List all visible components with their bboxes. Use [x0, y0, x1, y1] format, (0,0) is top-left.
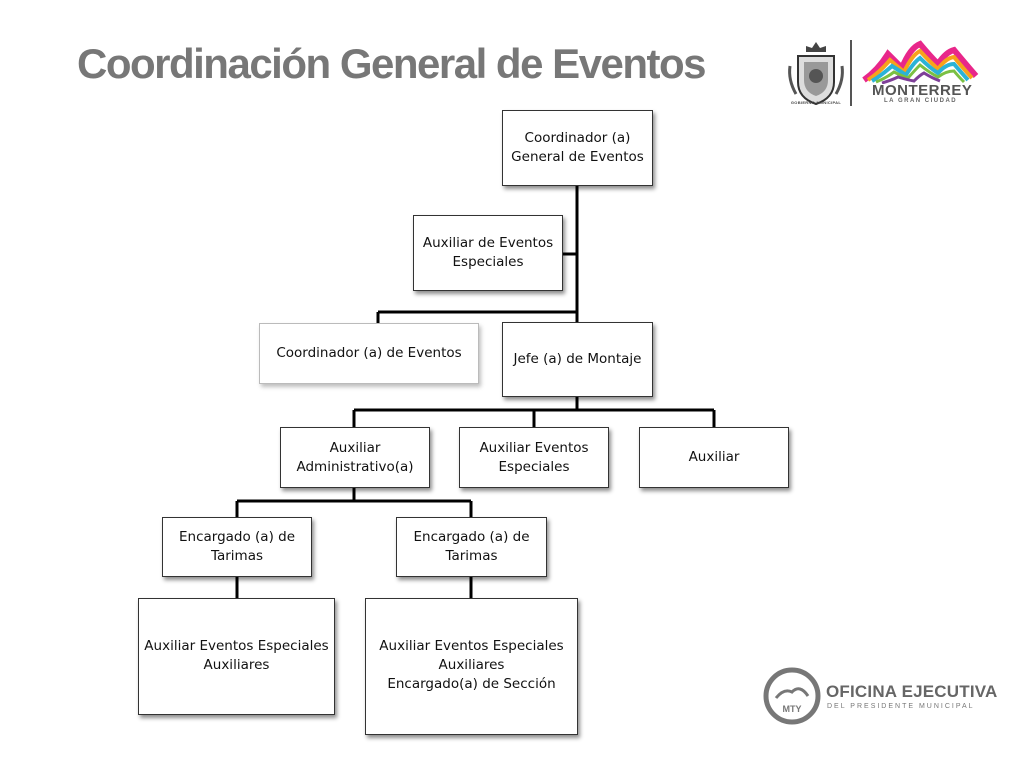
oficina-ejecutiva-subtitle: DEL PRESIDENTE MUNICIPAL	[827, 703, 975, 710]
page-title: Coordinación General de Eventos	[77, 40, 706, 87]
box-auxiliar: Auxiliar	[639, 427, 789, 488]
monterrey-tagline: LA GRAN CIUDAD	[884, 98, 958, 104]
box-equipo-1: Auxiliar Eventos Especiales Auxiliares	[138, 598, 335, 715]
monterrey-wordmark: MONTERREY	[872, 82, 973, 99]
monterrey-mountain-logo-icon	[862, 40, 979, 84]
oficina-ejecutiva-logo-icon: MTY	[763, 667, 821, 725]
seal-caption: GOBIERNO MUNICIPAL	[790, 100, 842, 105]
box-encargado-tarimas-2: Encargado (a) de Tarimas	[396, 517, 547, 577]
box-auxiliar-eventos-especiales: Auxiliar Eventos Especiales	[459, 427, 609, 488]
box-jefe-montaje: Jefe (a) de Montaje	[502, 322, 653, 397]
box-equipo-2: Auxiliar Eventos Especiales Auxiliares E…	[365, 598, 578, 735]
box-auxiliar-eventos-especiales-staff: Auxiliar de Eventos Especiales	[413, 215, 563, 291]
svg-text:MTY: MTY	[783, 704, 802, 714]
municipal-seal-icon	[788, 42, 844, 106]
box-coordinador-general: Coordinador (a) General de Eventos	[502, 110, 653, 186]
box-encargado-tarimas-1: Encargado (a) de Tarimas	[162, 517, 312, 577]
box-coordinador-eventos: Coordinador (a) de Eventos	[259, 323, 479, 384]
box-auxiliar-administrativo: Auxiliar Administrativo(a)	[280, 427, 430, 488]
logo-divider	[850, 40, 852, 106]
oficina-ejecutiva-title: OFICINA EJECUTIVA	[826, 682, 998, 701]
